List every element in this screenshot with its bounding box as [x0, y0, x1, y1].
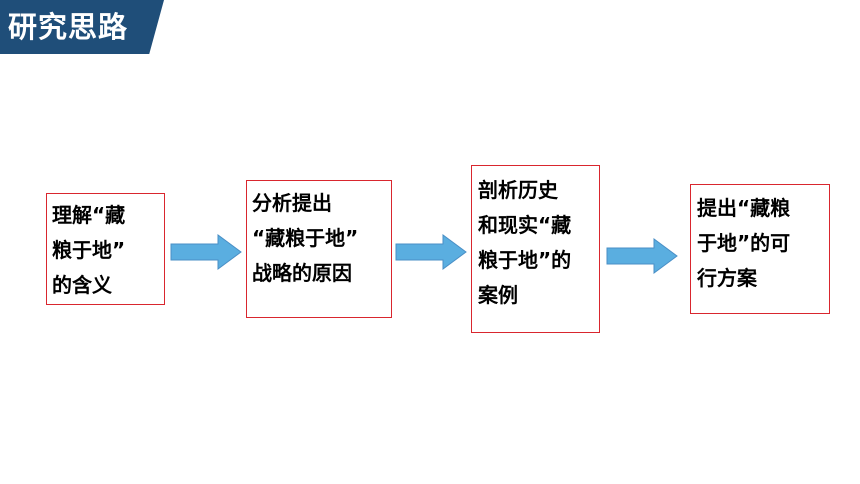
right-arrow-icon [395, 234, 467, 270]
step-box-3: 剖析历史 和现实“藏 粮于地”的 案例 [471, 165, 600, 333]
page-title: 研究思路 [8, 10, 129, 44]
step-3-text: 剖析历史 和现实“藏 粮于地”的 案例 [478, 178, 572, 307]
right-arrow-icon [170, 234, 242, 270]
step-1-text: 理解“藏 粮于地” 的含义 [52, 203, 126, 297]
step-box-1: 理解“藏 粮于地” 的含义 [46, 193, 165, 305]
step-box-2: 分析提出 “藏粮于地” 战略的原因 [246, 180, 392, 318]
right-arrow-icon [606, 238, 678, 274]
step-2-text: 分析提出 “藏粮于地” 战略的原因 [252, 191, 359, 285]
step-4-text: 提出“藏粮 于地”的可 行方案 [697, 196, 791, 290]
step-box-4: 提出“藏粮 于地”的可 行方案 [690, 184, 830, 314]
title-banner: 研究思路 [0, 0, 164, 54]
